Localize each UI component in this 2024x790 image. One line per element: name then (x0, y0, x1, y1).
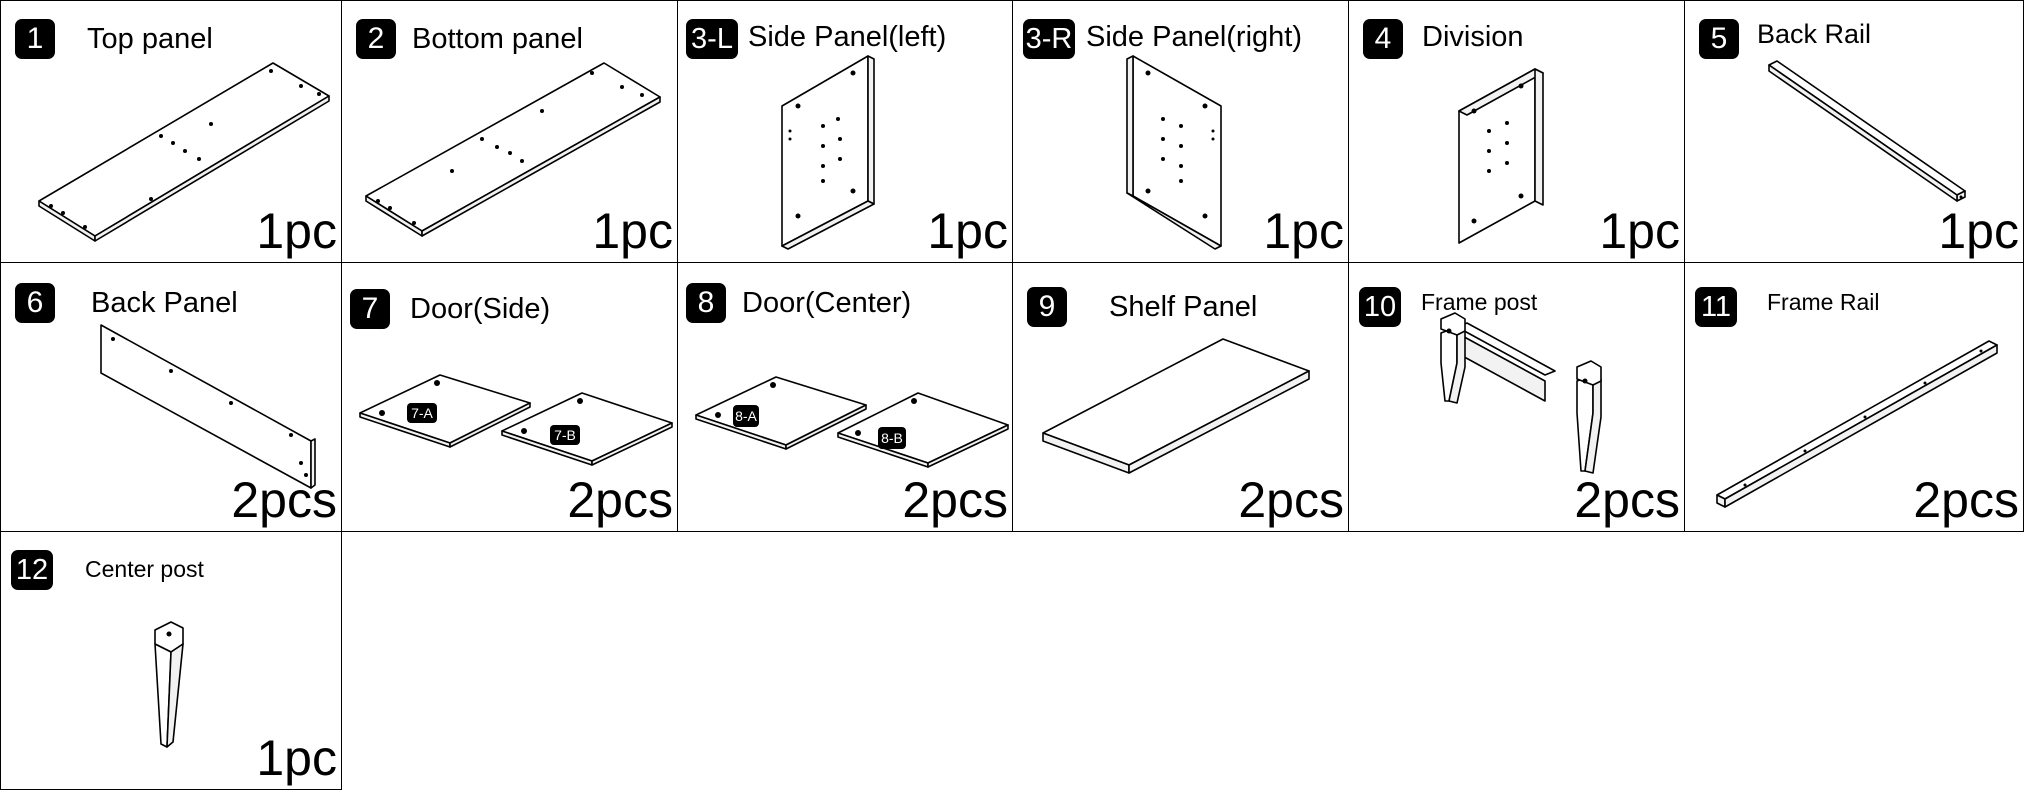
part-cell-12: 12 Center post 1pc (0, 531, 342, 790)
svg-text:8-B: 8-B (881, 430, 903, 446)
door-side-drawing: 7-A 7-B (359, 374, 673, 466)
part-number-badge: 11 (1695, 287, 1737, 327)
part-quantity: 2pcs (902, 472, 1008, 528)
part-quantity: 1pc (927, 203, 1008, 259)
part-quantity: 1pc (592, 203, 673, 259)
part-name: Back Rail (1757, 19, 1872, 49)
side-panel-left-drawing (781, 55, 875, 250)
part-quantity: 1pc (1263, 203, 1344, 259)
part-name: Side Panel(right) (1086, 21, 1302, 53)
part-number-badge: 7 (350, 289, 390, 329)
part-number-badge: 4 (1363, 19, 1403, 59)
part-name: Top panel (87, 23, 213, 55)
part-number-badge: 10 (1359, 287, 1401, 327)
part-name: Door(Side) (410, 293, 551, 325)
part-name: Center post (85, 556, 204, 582)
part-quantity: 1pc (1599, 203, 1680, 259)
part-cell-4: 4 Division 1pc (1348, 0, 1685, 263)
part-name: Frame Rail (1767, 289, 1880, 315)
part-cell-10: 10 Frame post 2pcs (1348, 262, 1685, 532)
part-quantity: 2pcs (1574, 472, 1680, 528)
part-number-badge: 1 (15, 19, 55, 59)
part-quantity: 1pc (256, 730, 337, 786)
part-number-badge: 5 (1699, 19, 1739, 59)
division-drawing (1458, 68, 1544, 244)
part-number-badge: 6 (15, 283, 55, 323)
frame-post-drawing (1440, 312, 1602, 474)
door-center-tag-8A: 8-A (733, 405, 759, 427)
part-number-badge: 9 (1027, 287, 1067, 327)
part-quantity: 2pcs (567, 472, 673, 528)
door-side-tag-7B: 7-B (550, 425, 580, 445)
part-cell-1: 1 Top panel 1pc (0, 0, 342, 263)
part-name: Division (1422, 21, 1524, 53)
part-cell-2: 2 Bottom panel 1pc (341, 0, 678, 263)
part-number-badge: 8 (686, 283, 726, 323)
bottom-panel-drawing (365, 62, 661, 237)
part-quantity: 2pcs (231, 472, 337, 528)
part-name: Bottom panel (412, 23, 583, 55)
part-name: Shelf Panel (1109, 291, 1258, 323)
top-panel-drawing (38, 62, 330, 242)
center-post-drawing (154, 621, 184, 748)
part-cell-3R: 3-R Side Panel(right) 1pc (1012, 0, 1349, 263)
part-number-badge: 12 (11, 550, 53, 590)
part-cell-11: 11 Frame Rail 2pcs (1684, 262, 2024, 532)
part-number-badge: 3-R (1023, 19, 1075, 59)
part-name: Back Panel (91, 287, 238, 319)
door-side-tag-7A: 7-A (407, 403, 437, 423)
part-cell-8: 8 Door(Center) 8-A 8-B 2pcs (677, 262, 1013, 532)
part-quantity: 2pcs (1913, 472, 2019, 528)
frame-rail-drawing (1716, 340, 1998, 508)
part-cell-3L: 3-L Side Panel(left) 1pc (677, 0, 1013, 263)
part-quantity: 2pcs (1238, 472, 1344, 528)
shelf-panel-drawing (1042, 338, 1310, 474)
part-quantity: 1pc (256, 203, 337, 259)
svg-text:7-A: 7-A (411, 405, 433, 421)
svg-text:7-B: 7-B (554, 427, 576, 443)
part-number-badge: 2 (356, 19, 396, 59)
part-name: Side Panel(left) (748, 21, 947, 53)
part-number-badge: 3-L (686, 19, 738, 59)
part-quantity: 1pc (1938, 203, 2019, 259)
part-cell-5: 5 Back Rail 1pc (1684, 0, 2024, 263)
part-cell-9: 9 Shelf Panel 2pcs (1012, 262, 1349, 532)
svg-text:8-A: 8-A (735, 408, 757, 424)
door-center-tag-8B: 8-B (878, 427, 906, 449)
part-name: Frame post (1421, 289, 1538, 315)
door-center-drawing: 8-A 8-B (695, 376, 1009, 468)
part-name: Door(Center) (742, 287, 912, 319)
part-cell-7: 7 Door(Side) 7-A 7-B 2pcs (341, 262, 678, 532)
part-cell-6: 6 Back Panel 2pcs (0, 262, 342, 532)
side-panel-right-drawing (1126, 55, 1222, 250)
back-rail-drawing (1768, 60, 1966, 202)
back-panel-drawing (100, 324, 316, 489)
